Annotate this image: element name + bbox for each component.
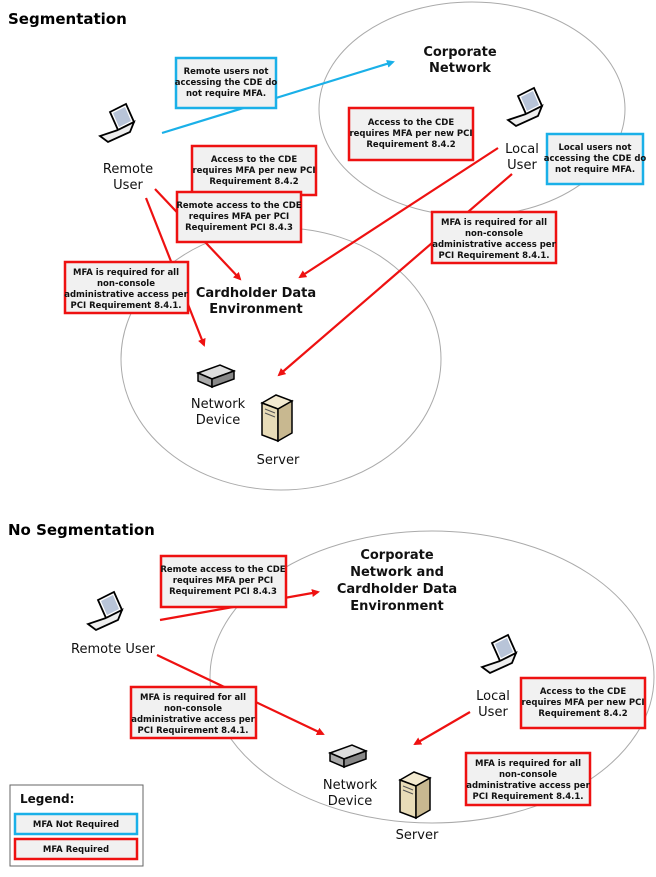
legend-title: Legend: <box>20 792 74 806</box>
local-user-laptop-icon <box>507 87 543 127</box>
arrow-local-to-cde <box>298 147 499 279</box>
local-user-laptop-icon <box>481 634 517 674</box>
legend-not-required-label: MFA Not Required <box>33 820 119 830</box>
remote-user-laptop-icon <box>99 103 135 143</box>
server-label: Server <box>257 453 300 468</box>
network-device-icon <box>329 744 367 768</box>
arrow-local-to-server <box>413 711 471 746</box>
server-label: Server <box>396 828 439 843</box>
arrow-local-to-server <box>277 173 513 377</box>
section-title-segmentation: Segmentation <box>8 10 127 28</box>
legend-swatch-required <box>13 837 139 861</box>
server-icon <box>399 771 431 819</box>
network-device-icon <box>197 364 235 388</box>
arrow-remote-to-corporate <box>161 59 395 135</box>
legend-swatch-not-required <box>13 812 139 836</box>
section-title-no-segmentation: No Segmentation <box>8 521 155 539</box>
remote-user-label: Remote User <box>71 642 156 657</box>
remote-user-laptop-icon <box>87 591 123 631</box>
legend-required-label: MFA Required <box>43 845 109 855</box>
combined-network-zone <box>209 530 655 824</box>
legend: Legend: MFA Not Required MFA Required <box>9 784 144 867</box>
server-icon <box>261 394 293 442</box>
